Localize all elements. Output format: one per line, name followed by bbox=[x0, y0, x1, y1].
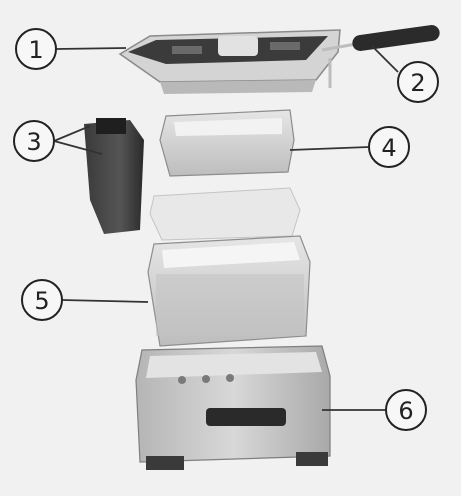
inner-bowl-part bbox=[147, 235, 311, 347]
callout-2: 2 bbox=[397, 61, 439, 103]
handle-part bbox=[321, 24, 440, 88]
housing-base-part bbox=[135, 345, 331, 470]
callout-label-5: 5 bbox=[34, 287, 49, 315]
callout-6: 6 bbox=[385, 389, 427, 431]
leader-line-1 bbox=[55, 47, 127, 50]
leader-line-4 bbox=[289, 146, 370, 151]
callout-label-2: 2 bbox=[410, 69, 425, 97]
basket-wire-frame bbox=[149, 187, 301, 241]
callout-1: 1 bbox=[15, 28, 57, 70]
leader-line-3a bbox=[53, 125, 91, 142]
leader-lines bbox=[53, 45, 399, 411]
leader-line-3b bbox=[53, 140, 103, 155]
callout-3: 3 bbox=[13, 120, 55, 162]
callout-5: 5 bbox=[21, 279, 63, 321]
callout-label-4: 4 bbox=[381, 134, 396, 162]
callout-4: 4 bbox=[368, 126, 410, 168]
leader-line-2 bbox=[371, 45, 399, 73]
fry-basket-part bbox=[84, 118, 144, 234]
callout-label-6: 6 bbox=[398, 397, 413, 425]
callout-label-1: 1 bbox=[28, 36, 43, 64]
callout-label-3: 3 bbox=[26, 128, 41, 156]
leader-line-5 bbox=[61, 299, 149, 303]
lid-part bbox=[118, 29, 341, 94]
oil-tank-part bbox=[159, 109, 295, 177]
